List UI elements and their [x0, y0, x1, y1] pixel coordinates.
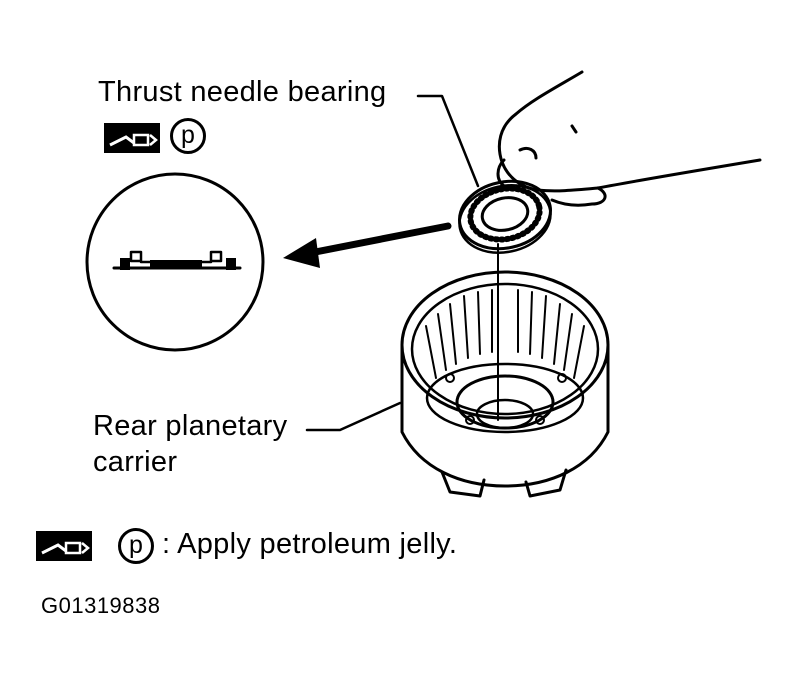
petroleum-jelly-applicator-icon — [36, 531, 92, 561]
detail-arrow — [283, 222, 452, 268]
bearing-cross-section-detail — [85, 172, 265, 352]
rear-planetary-carrier-label-line1: Rear planetary — [93, 410, 288, 442]
rear-carrier-leader — [305, 401, 402, 432]
petroleum-jelly-symbol: p — [170, 118, 206, 154]
rear-planetary-carrier — [400, 270, 610, 498]
petroleum-jelly-applicator-icon — [104, 123, 160, 153]
figure-code: G01319838 — [41, 593, 161, 618]
hand-illustration — [496, 70, 762, 207]
rear-planetary-carrier-label-line2: carrier — [93, 446, 178, 478]
thrust-needle-bearing — [457, 179, 553, 254]
petroleum-jelly-legend-symbol: p — [118, 528, 154, 564]
legend-text: : Apply petroleum jelly. — [162, 528, 458, 560]
thrust-needle-bearing-label: Thrust needle bearing — [98, 76, 387, 108]
thrust-bearing-leader — [416, 94, 480, 188]
